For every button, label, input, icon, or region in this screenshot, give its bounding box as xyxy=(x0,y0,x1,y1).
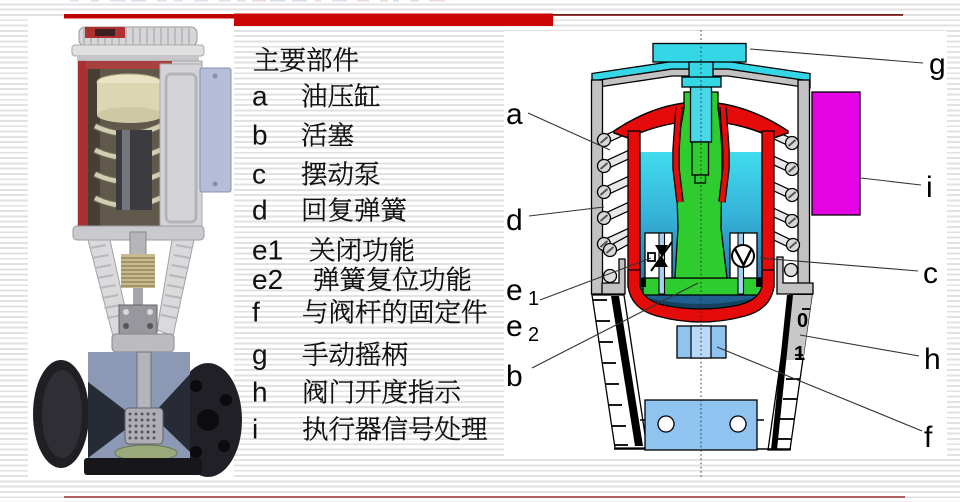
svg-text:0: 0 xyxy=(797,310,808,332)
svg-text:1: 1 xyxy=(528,288,539,310)
svg-text:a: a xyxy=(506,98,523,131)
svg-text:g: g xyxy=(252,339,268,370)
svg-text:b: b xyxy=(252,120,268,151)
svg-text:f: f xyxy=(252,297,260,328)
svg-text:c: c xyxy=(252,159,266,190)
svg-text:d: d xyxy=(506,204,523,237)
svg-text:d: d xyxy=(252,195,268,226)
svg-text:2: 2 xyxy=(528,324,539,346)
svg-text:b: b xyxy=(506,360,523,393)
svg-text:1: 1 xyxy=(794,343,805,365)
svg-text:e: e xyxy=(506,310,523,343)
svg-text:a: a xyxy=(252,81,268,112)
svg-text:i: i xyxy=(926,171,933,204)
svg-text:g: g xyxy=(929,48,946,81)
svg-text:h: h xyxy=(924,343,941,376)
svg-text:h: h xyxy=(252,377,268,408)
svg-text:f: f xyxy=(924,421,933,454)
svg-text:i: i xyxy=(252,414,258,445)
svg-text:c: c xyxy=(923,257,938,290)
svg-text:e2: e2 xyxy=(252,264,283,295)
svg-text:e1: e1 xyxy=(252,235,283,266)
svg-text:e: e xyxy=(506,274,523,307)
